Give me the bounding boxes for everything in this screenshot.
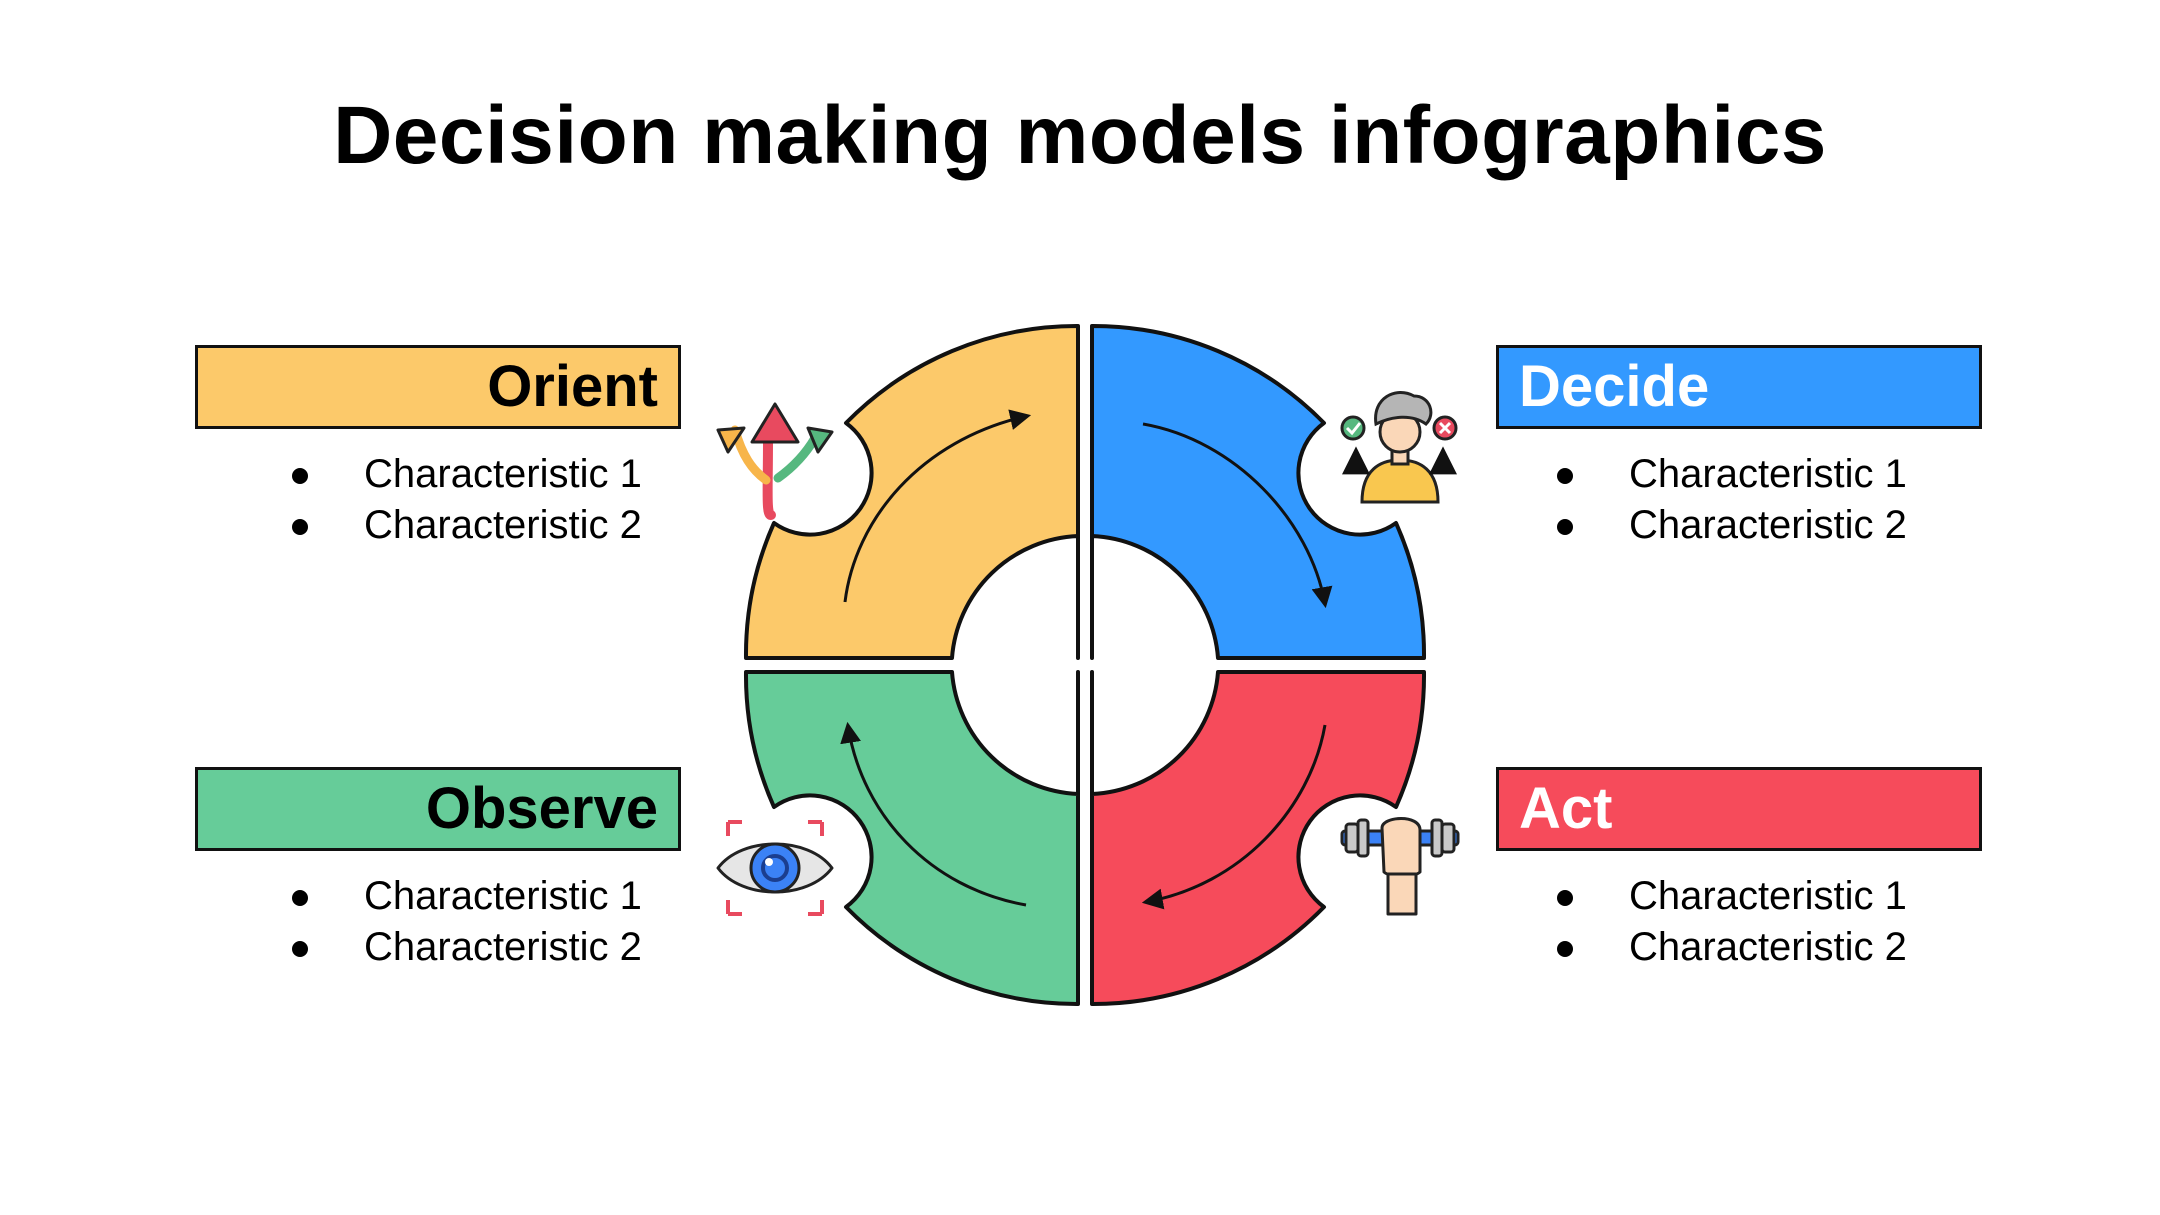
list-item: Characteristic 2 [288, 922, 642, 973]
observe-flow-arrow [840, 721, 1027, 907]
observe-characteristics: Characteristic 1 Characteristic 2 [288, 871, 642, 973]
decide-label-box: Decide [1496, 345, 1982, 429]
orient-flow-arrow [843, 409, 1032, 603]
decide-flow-arrow [1142, 422, 1333, 609]
page-title: Decision making models infographics [333, 90, 1827, 181]
dumbbell-fist-icon [1340, 817, 1460, 916]
act-flow-arrow [1141, 724, 1327, 910]
orient-label-box: Orient [195, 345, 681, 429]
person-choice-icon [1340, 391, 1458, 504]
list-item: Characteristic 2 [1553, 922, 1907, 973]
observe-label-box: Observe [195, 767, 681, 851]
list-item: Characteristic 1 [1553, 871, 1907, 922]
list-item: Characteristic 2 [288, 500, 642, 551]
list-item: Characteristic 1 [288, 449, 642, 500]
list-item: Characteristic 2 [1553, 500, 1907, 551]
branching-arrows-icon [716, 402, 834, 520]
orient-segment [743, 323, 1080, 660]
list-item: Characteristic 1 [288, 871, 642, 922]
act-characteristics: Characteristic 1 Characteristic 2 [1553, 871, 1907, 973]
act-label-box: Act [1496, 767, 1982, 851]
eye-focus-icon [716, 820, 834, 916]
decide-characteristics: Characteristic 1 Characteristic 2 [1553, 449, 1907, 551]
decide-segment [1090, 323, 1427, 660]
observe-segment [743, 670, 1080, 1007]
act-segment [1090, 670, 1427, 1007]
orient-characteristics: Characteristic 1 Characteristic 2 [288, 449, 642, 551]
list-item: Characteristic 1 [1553, 449, 1907, 500]
